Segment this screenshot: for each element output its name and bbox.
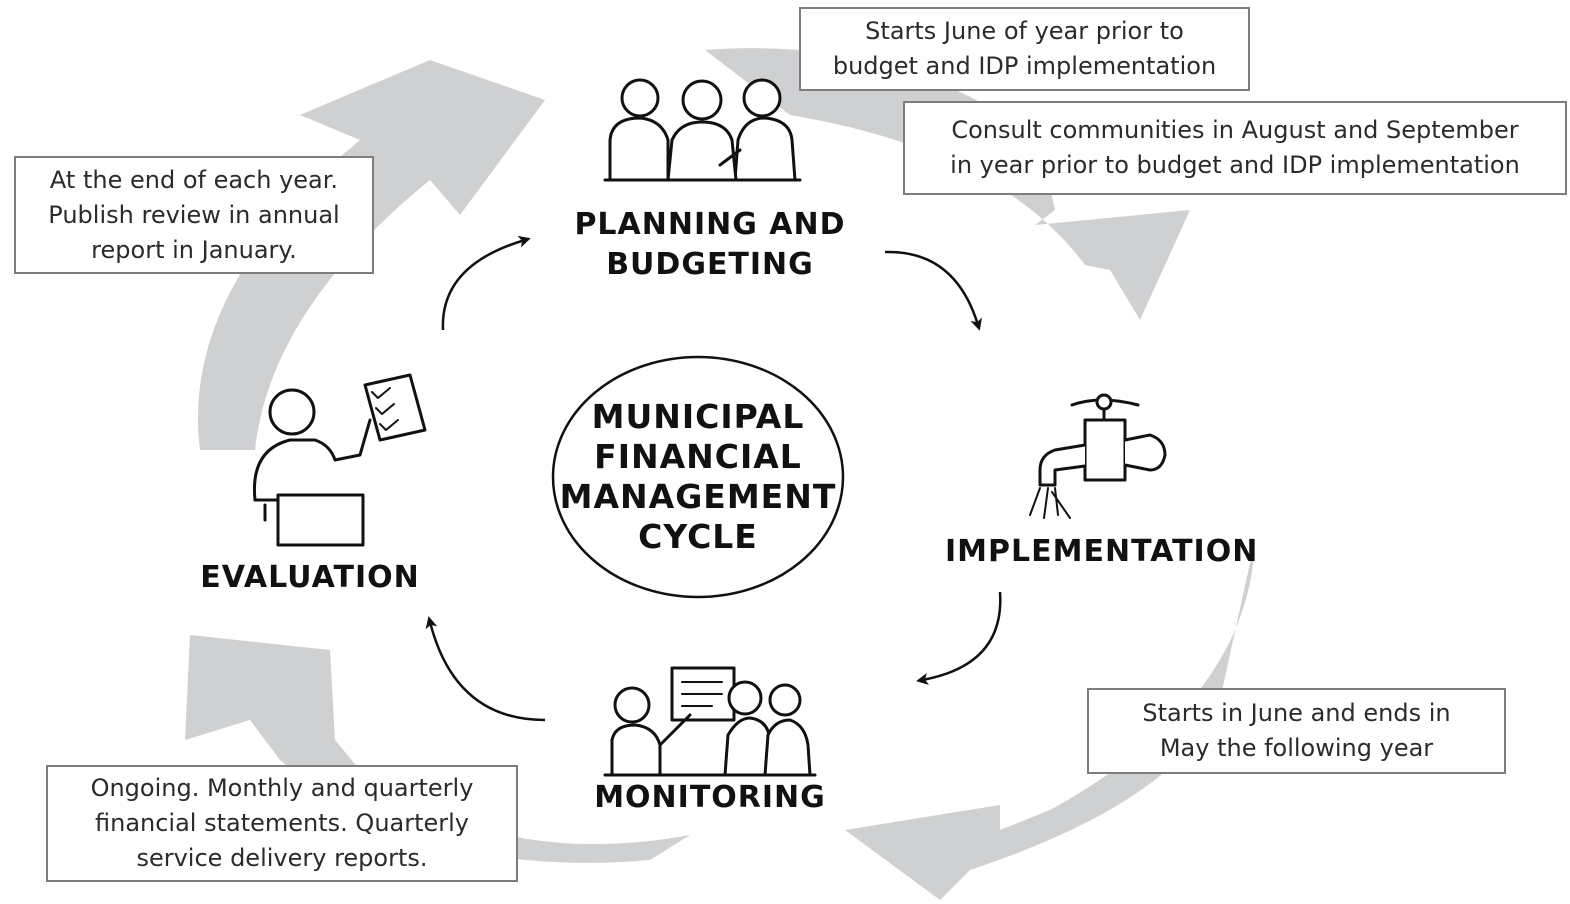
note-implementation: Starts in June and ends in May the follo… (1087, 688, 1506, 774)
note-line: Ongoing. Monthly and quarterly (90, 774, 474, 802)
note-planning-consult: Consult communities in August and Septem… (903, 101, 1567, 195)
center-title-line: CYCLE (638, 517, 758, 556)
center-title-line: MANAGEMENT (559, 477, 837, 516)
note-line: financial statements. Quarterly (94, 809, 470, 837)
note-line: Publish review in annual (48, 200, 340, 229)
note-line: Starts June of year prior to (865, 17, 1184, 45)
monitoring-team-icon (603, 666, 817, 777)
stage-label-line: PLANNING AND (574, 207, 846, 242)
outer-cycle-arrows (185, 48, 1255, 900)
evaluation-person-icon (252, 373, 427, 547)
note-line: At the end of each year. (49, 165, 339, 194)
note-line: report in January. (91, 235, 297, 264)
note-planning-start: Starts June of year prior to budget and … (799, 7, 1250, 91)
inner-arrow-planning-to-implementation (884, 250, 982, 331)
stage-label-planning: PLANNING AND BUDGETING (560, 205, 860, 285)
outer-arrow-top-left (198, 60, 545, 450)
note-line: service delivery reports. (136, 844, 428, 872)
planning-team-icon (603, 78, 802, 182)
center-title-line: MUNICIPAL (591, 397, 805, 436)
stage-label-implementation: IMPLEMENTATION (945, 532, 1259, 572)
water-tap-icon (1029, 393, 1167, 519)
stage-label-evaluation: EVALUATION (195, 558, 425, 598)
inner-arrow-evaluation-to-planning (441, 235, 531, 331)
stage-label-monitoring: MONITORING (590, 778, 830, 818)
note-line: May the following year (1159, 734, 1434, 762)
note-evaluation: At the end of each year. Publish review … (14, 156, 374, 274)
stage-label-line: EVALUATION (200, 560, 420, 595)
outer-arrow-bottom-right (845, 540, 1255, 900)
note-line: in year prior to budget and IDP implemen… (950, 151, 1520, 179)
center-title: MUNICIPAL FINANCIAL MANAGEMENT CYCLE (553, 357, 843, 597)
note-monitoring: Ongoing. Monthly and quarterly financial… (46, 765, 518, 882)
inner-cycle-arrows (425, 235, 1002, 722)
stage-label-line: BUDGETING (606, 247, 814, 282)
note-line: Consult communities in August and Septem… (951, 116, 1519, 144)
inner-arrow-monitoring-to-evaluation (425, 616, 546, 722)
center-ellipse (551, 355, 845, 599)
center-title-line: FINANCIAL (594, 437, 802, 476)
stage-label-line: IMPLEMENTATION (945, 534, 1259, 569)
stage-label-line: MONITORING (594, 780, 826, 815)
note-line: Starts in June and ends in (1142, 699, 1451, 727)
outer-arrow-top-right (705, 48, 1190, 320)
note-line: budget and IDP implementation (832, 52, 1217, 80)
outer-arrow-bottom-left (185, 635, 690, 863)
inner-arrow-implementation-to-monitoring (916, 591, 1002, 685)
